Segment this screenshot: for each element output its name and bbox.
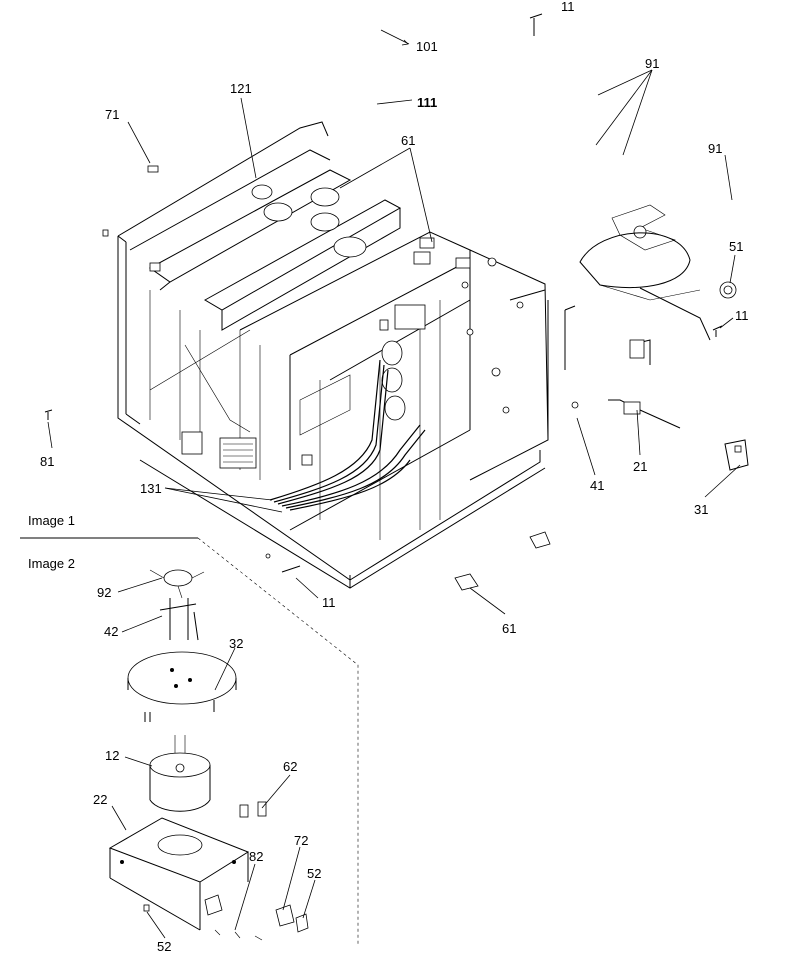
right-exploded-parts <box>44 13 749 591</box>
callout-61-top: 61 <box>401 133 415 148</box>
callout-32: 32 <box>229 636 243 651</box>
callout-71: 71 <box>105 107 119 122</box>
callout-62: 62 <box>283 759 297 774</box>
callout-51: 51 <box>729 239 743 254</box>
callout-131: 131 <box>140 481 162 496</box>
callout-12: 12 <box>105 748 119 763</box>
callout-11-bottom: 11 <box>322 595 336 610</box>
callout-91-right: 91 <box>708 141 722 156</box>
callout-41: 41 <box>590 478 604 493</box>
blower-motor-assembly <box>108 569 316 941</box>
callout-22: 22 <box>93 792 107 807</box>
callout-11-right: 11 <box>735 308 749 323</box>
callout-52-right: 52 <box>307 866 321 881</box>
image-divider <box>20 537 359 945</box>
section-label-image-2: Image 2 <box>28 556 75 571</box>
callout-82: 82 <box>249 849 263 864</box>
callout-31: 31 <box>694 502 708 517</box>
callout-121: 121 <box>230 81 252 96</box>
callout-111: 111 <box>417 95 437 110</box>
part-callouts: 11 101 91 111 121 71 61 91 51 11 81 41 2… <box>40 0 749 954</box>
cabinet-assembly <box>102 121 549 589</box>
callout-101: 101 <box>416 39 438 54</box>
wire-harness <box>269 359 426 511</box>
callout-61-bottom: 61 <box>502 621 516 636</box>
callout-11-top: 11 <box>561 0 575 14</box>
callout-42: 42 <box>104 624 118 639</box>
section-label-image-1: Image 1 <box>28 513 75 528</box>
callout-21: 21 <box>633 459 647 474</box>
callout-72: 72 <box>294 833 308 848</box>
section-headings: Image 1 Image 2 <box>28 513 75 571</box>
callout-52-bottom: 52 <box>157 939 171 954</box>
callout-91-top: 91 <box>645 56 659 71</box>
callout-92: 92 <box>97 585 111 600</box>
callout-81: 81 <box>40 454 54 469</box>
leader-lines <box>47 29 741 615</box>
